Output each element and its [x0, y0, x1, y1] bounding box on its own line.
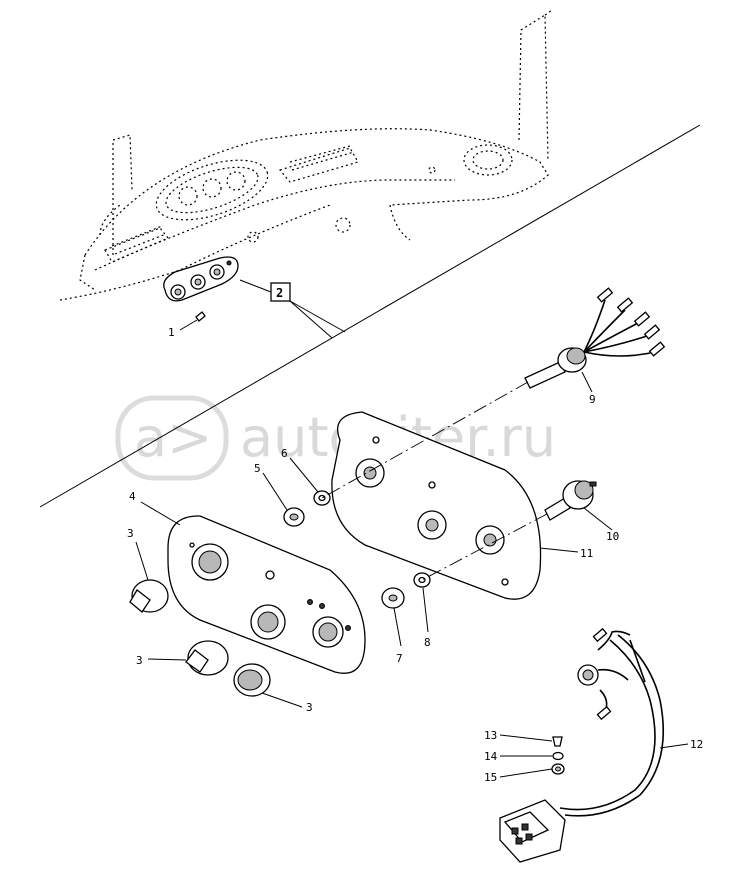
axis-line-upper	[321, 381, 529, 499]
front-panel-plate-icon	[167, 515, 366, 674]
callout-14: 14	[484, 750, 498, 763]
callout-3-upper: 3	[127, 527, 134, 540]
callout-12: 12	[690, 738, 703, 751]
callout-7: 7	[396, 652, 403, 665]
leader-lines	[135, 319, 689, 778]
push-switch-icon	[544, 480, 597, 521]
dashboard-outline-icon	[59, 9, 553, 301]
callout-11: 11	[580, 547, 593, 560]
callout-9: 9	[589, 393, 596, 406]
watermark-symbol: a>	[134, 406, 212, 469]
rear-panel-plate-icon	[331, 411, 542, 600]
callout-1: 1	[168, 326, 175, 339]
nut-washer-icon	[283, 490, 431, 609]
callout-15: 15	[484, 771, 497, 784]
callout-6: 6	[281, 447, 288, 460]
callout-2: 2	[276, 286, 283, 300]
callout-8: 8	[424, 636, 431, 649]
callout-10: 10	[606, 530, 619, 543]
leader-2b	[289, 300, 346, 333]
callout-5: 5	[254, 462, 261, 475]
callout-3-lower: 3	[306, 701, 313, 714]
leader-2c	[289, 300, 333, 339]
rotary-knob-icon	[129, 579, 271, 697]
leader-2a	[239, 279, 272, 293]
wiring-harness-icon	[499, 627, 665, 863]
callout-4: 4	[129, 490, 136, 503]
fastener-set-icon	[551, 736, 565, 775]
rotary-switch-icon	[524, 287, 666, 389]
callout-13: 13	[484, 729, 497, 742]
section-divider-line	[39, 124, 701, 508]
callout-3-middle: 3	[136, 654, 143, 667]
control-panel-plate-icon	[163, 256, 239, 322]
